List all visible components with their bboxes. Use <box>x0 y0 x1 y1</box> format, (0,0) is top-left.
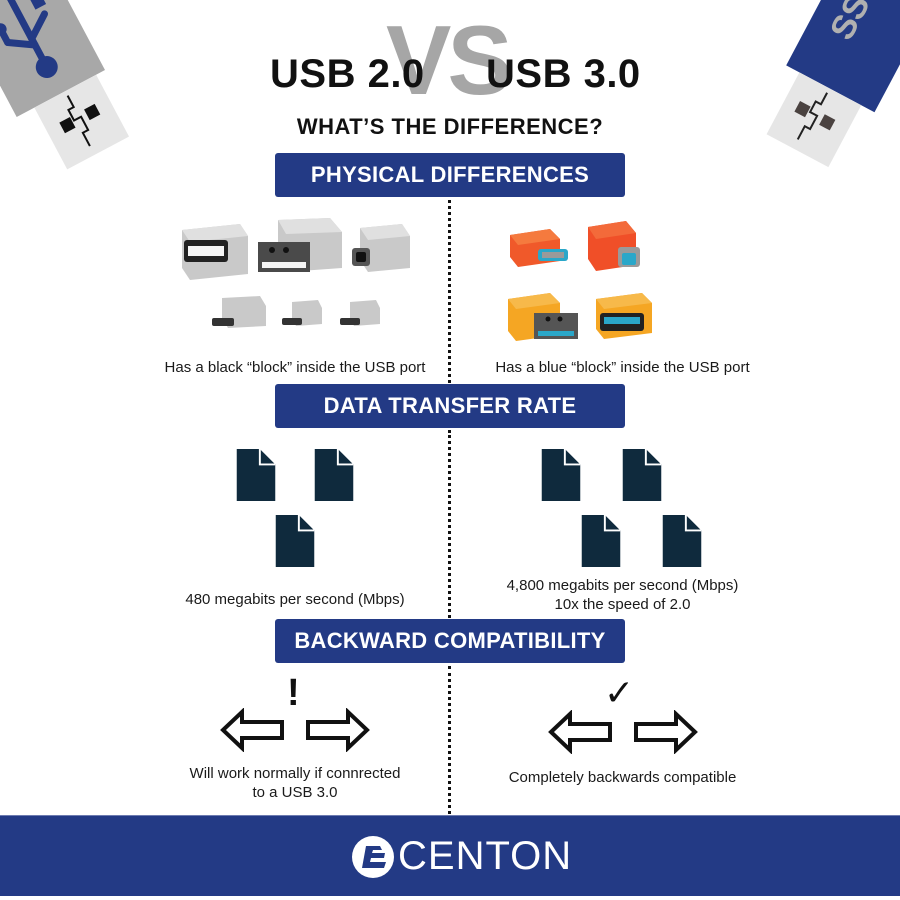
usb-mini-icon <box>212 296 266 328</box>
center-divider <box>448 666 451 814</box>
file-icon <box>622 449 662 501</box>
usb3-compat-caption: Completely backwards compatible <box>508 769 737 786</box>
usb-micro-icon <box>282 300 322 326</box>
center-divider <box>448 430 451 618</box>
footer-band: CENTON <box>0 815 900 896</box>
usb-a-male-icon <box>258 218 342 272</box>
bidirectional-arrows-icon <box>548 710 698 754</box>
centon-logo-icon <box>352 836 394 878</box>
vs-graphic: VS <box>386 5 513 115</box>
page-subtitle: WHAT’S THE DIFFERENCE? <box>296 114 604 139</box>
usb3-physical-caption: Has a blue “block” inside the USB port <box>495 359 750 376</box>
usb2-physical-caption: Has a black “block” inside the USB port <box>164 359 426 376</box>
center-divider <box>448 200 451 383</box>
usb2-compat-caption-line1: Will work normally if connrected <box>189 765 401 782</box>
usb3-b-icon <box>588 221 640 271</box>
section-banner-backward-compatibility: BACKWARD COMPATIBILITY <box>275 619 625 663</box>
usb3-connectors-illustration <box>508 221 652 341</box>
usb2-title: USB 2.0 <box>270 52 425 96</box>
usb-b-icon <box>352 224 410 272</box>
usb3-stick-illustration: SS <box>766 0 900 168</box>
file-icon <box>541 449 581 501</box>
checkmark-icon: ✓ <box>604 672 635 713</box>
usb-trident-icon <box>0 0 58 79</box>
section-banner-physical: PHYSICAL DIFFERENCES <box>275 153 625 197</box>
usb3-title: USB 3.0 <box>486 52 641 96</box>
usb3-rate-caption-line1: 4,800 megabits per second (Mbps) <box>506 577 739 594</box>
usb-micro-icon <box>340 300 380 326</box>
usb2-rate-caption: 480 megabits per second (Mbps) <box>185 591 405 608</box>
warning-exclamation-icon: ! <box>287 672 300 714</box>
usb3-a-male-icon <box>508 293 578 341</box>
file-icon <box>581 515 621 567</box>
file-icon <box>314 449 354 501</box>
centon-brand-name: CENTON <box>398 834 573 878</box>
usb3-rate-caption-line2: 10x the speed of 2.0 <box>554 596 691 613</box>
file-icon <box>662 515 702 567</box>
usb2-compat-caption-line2: to a USB 3.0 <box>252 784 338 801</box>
usb-a-female-icon <box>182 224 248 280</box>
usb2-stick-illustration <box>0 0 130 170</box>
file-icon <box>275 515 315 567</box>
usb2-connectors-illustration <box>182 218 410 328</box>
usb3-micro-b-icon <box>510 229 568 267</box>
section-banner-data-transfer: DATA TRANSFER RATE <box>275 384 625 428</box>
usb3-a-female-icon <box>596 293 652 339</box>
file-icon <box>236 449 276 501</box>
bidirectional-arrows-icon <box>220 708 370 752</box>
